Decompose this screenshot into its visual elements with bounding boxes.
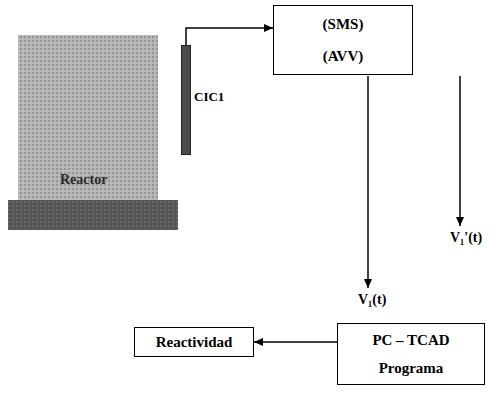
reactor-base xyxy=(8,200,178,230)
signal-name: V₁'(t) xyxy=(450,230,482,246)
output-box: Reactividad xyxy=(134,327,254,357)
signal-connector xyxy=(186,28,273,45)
reactor-label: Reactor xyxy=(60,172,107,188)
process-box: (SMS) (AVV) xyxy=(273,5,413,75)
box-text: Reactividad xyxy=(156,334,233,351)
box-text: CIC1 xyxy=(194,90,224,104)
detector-chamber: CIC1 xyxy=(181,45,191,155)
signal-connector xyxy=(254,341,337,343)
signal-line xyxy=(459,76,461,226)
box-text: (AVV) xyxy=(323,48,364,65)
signal-name: V₁(t) xyxy=(358,292,386,308)
box-text: (SMS) xyxy=(323,16,364,33)
process-box: PC – TCAD Programa xyxy=(337,323,485,385)
box-text: Programa xyxy=(379,360,444,377)
reactor-building xyxy=(18,35,158,203)
box-text: PC – TCAD xyxy=(372,332,449,349)
signal-line xyxy=(367,76,369,288)
